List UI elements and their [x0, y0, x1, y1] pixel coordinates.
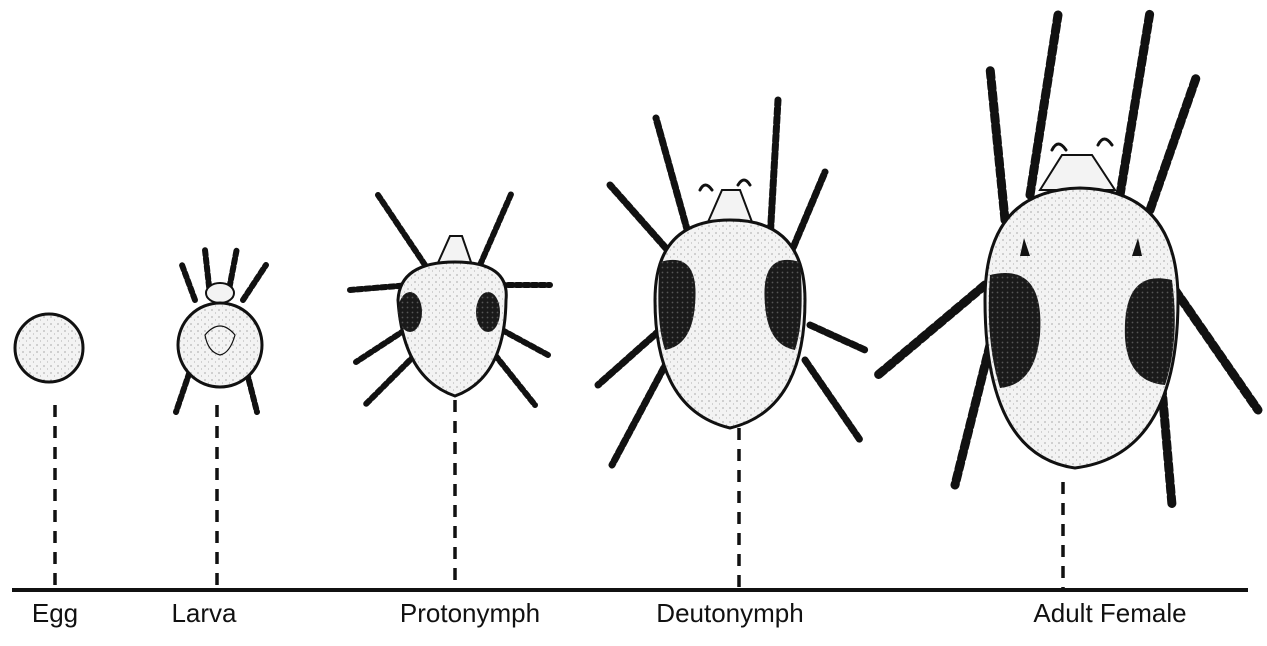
- deutonymph-illustration: [598, 100, 865, 465]
- egg-illustration: [15, 314, 83, 382]
- stage-label-deutonymph: Deutonymph: [656, 598, 803, 629]
- stage-label-larva: Larva: [171, 598, 236, 629]
- protonymph-illustration: [350, 192, 550, 405]
- stage-label-protonymph: Protonymph: [400, 598, 540, 629]
- larva-illustration: [176, 248, 266, 412]
- stage-label-egg: Egg: [32, 598, 78, 629]
- stage-label-adult-female: Adult Female: [1033, 598, 1186, 629]
- adult-female-illustration: [878, 12, 1258, 505]
